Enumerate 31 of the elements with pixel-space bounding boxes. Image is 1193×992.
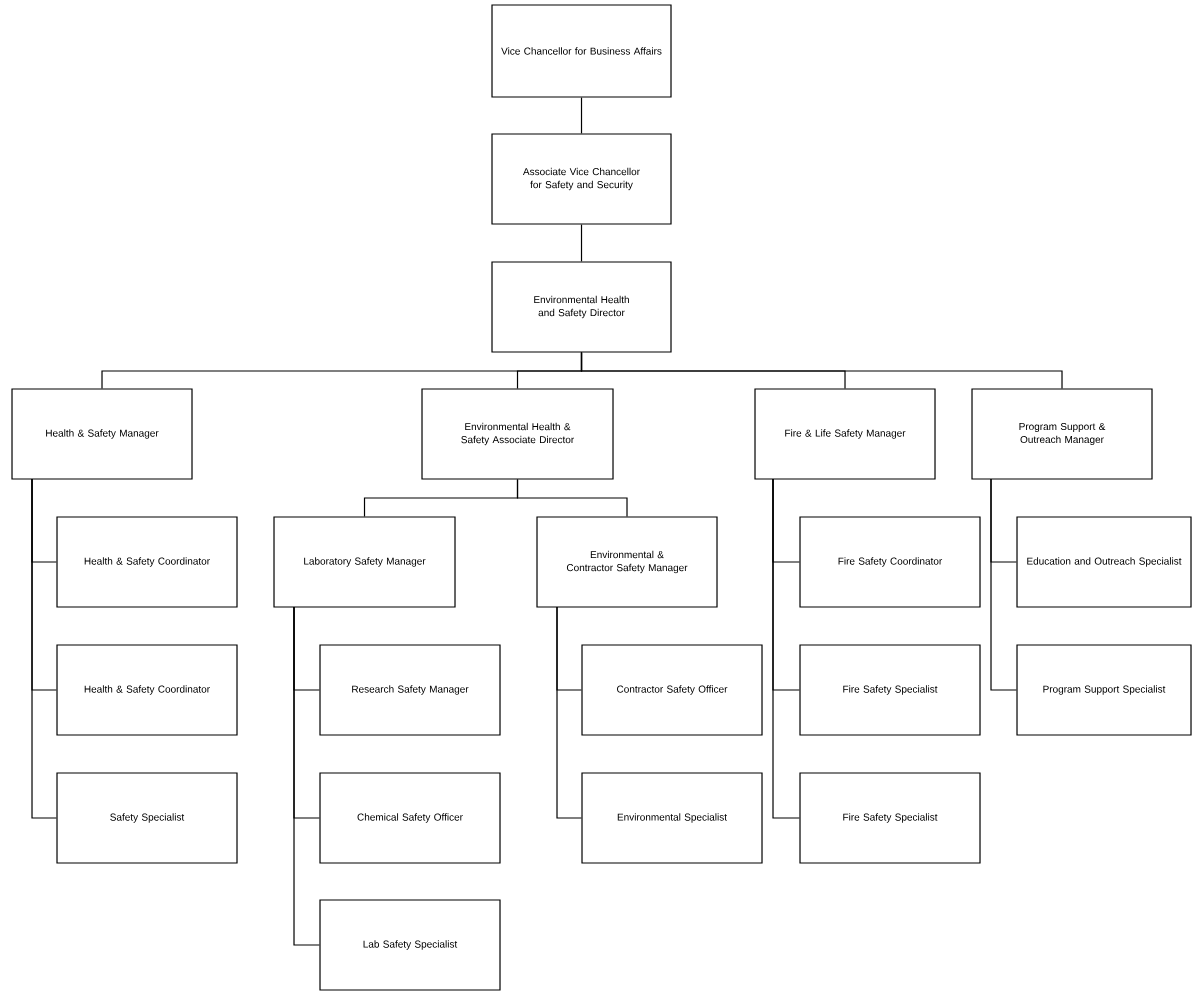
position-box: Research Safety Manager [319,644,501,736]
position-box: Fire Safety Specialist [799,772,981,864]
position-box: Vice Chancellor for Business Affairs [491,4,672,98]
position-box: Education and Outreach Specialist [1016,516,1192,608]
position-box: Fire Safety Coordinator [799,516,981,608]
position-box: Fire & Life Safety Manager [754,388,936,480]
position-box: Chemical Safety Officer [319,772,501,864]
position-box: Environmental Health & Safety Associate Director [421,388,614,480]
position-box: Health & Safety Coordinator [56,644,238,736]
position-box: Environmental & Contractor Safety Manager [536,516,718,608]
position-box: Laboratory Safety Manager [273,516,456,608]
connector-line [580,97,583,134]
position-box: Associate Vice Chancellor for Safety and Security [491,133,672,225]
position-box: Environmental Specialist [581,772,763,864]
connector-line [31,478,57,819]
position-box: Program Support & Outreach Manager [971,388,1153,480]
position-box: Environmental Health and Safety Director [491,261,672,353]
connector-line [293,606,320,946]
position-box: Fire Safety Specialist [799,644,981,736]
connector-line [580,352,1063,389]
position-box: Lab Safety Specialist [319,899,501,991]
position-box: Program Support Specialist [1016,644,1192,736]
position-box: Contractor Safety Officer [581,644,763,736]
connector-line [580,224,583,262]
connector-line [556,606,582,819]
position-box: Safety Specialist [56,772,238,864]
position-box: Health & Safety Manager [11,388,193,480]
connector-line [772,478,800,819]
connector-line [990,478,1017,691]
position-box: Health & Safety Coordinator [56,516,238,608]
connector-line [516,479,628,517]
